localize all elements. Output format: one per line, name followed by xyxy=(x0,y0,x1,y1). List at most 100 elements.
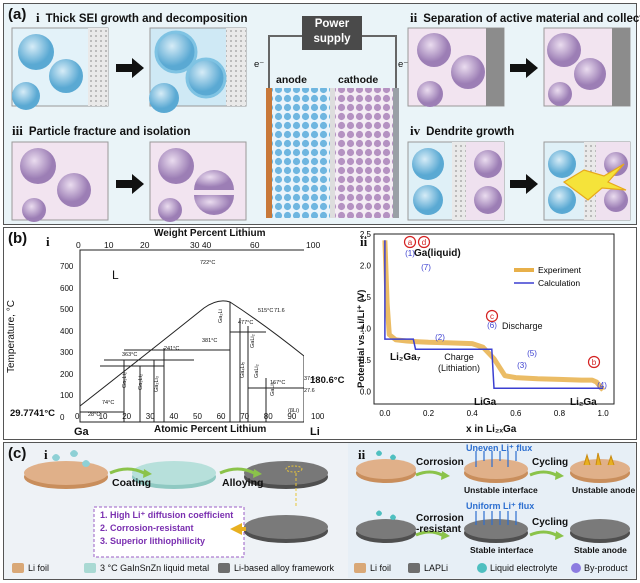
legend-lapli: LAPLi xyxy=(424,563,449,573)
voltage-y-tick: 0.5 xyxy=(360,356,372,365)
uniform-flux-label: Uniform Li⁺ flux xyxy=(466,501,535,511)
circle-marker: a xyxy=(403,235,417,249)
subtitle-num: iv xyxy=(410,123,421,138)
bottom-tick-label: 80 xyxy=(263,412,273,421)
top-tick-label: 20 xyxy=(140,240,150,250)
discharge-label: Discharge xyxy=(502,321,543,331)
panel-a-graphics xyxy=(11,16,631,222)
legend-label: Experiment xyxy=(538,265,582,275)
top-tick-label: 0 xyxy=(76,240,81,250)
subtitle-c-ii: ii xyxy=(358,447,366,462)
top-tick-label: 10 xyxy=(104,240,114,250)
bottom-tick-label: 60 xyxy=(216,412,226,421)
phase-y-tick-label: 0 xyxy=(60,412,65,422)
phase-y-tick-label: 200 xyxy=(60,369,74,379)
electron-right-label: e⁻ xyxy=(398,59,409,70)
separation-before xyxy=(407,27,505,107)
voltage-y-tick: 0.0 xyxy=(360,387,372,396)
svg-text:a: a xyxy=(408,238,413,247)
legend-liquid-metal: 3 °C GaInSnZn liquid metal xyxy=(100,563,210,573)
voltage-x-tick: 0.4 xyxy=(467,409,479,418)
voltage-x-tick: 0.8 xyxy=(554,409,566,418)
subtitle-num: i xyxy=(36,10,40,25)
subtitle-text: Thick SEI growth and decomposition xyxy=(45,13,248,25)
phase-y-tick-label: 500 xyxy=(60,305,74,314)
phase-diagram xyxy=(79,249,304,423)
voltage-y-label: Potential vs. Li/Li⁺ (V) xyxy=(356,289,367,388)
phase-annotation: Ga₄Li₅ xyxy=(240,361,246,378)
ga-melting-temp: 29.7741°C xyxy=(10,408,55,419)
property-item: 3. Superior lithiophilicity xyxy=(100,536,206,546)
coating-label: Coating xyxy=(112,477,152,489)
voltage-x-tick: 0.2 xyxy=(423,409,435,418)
properties-list: 1. High Li⁺ diffusion coefficient 2. Corr… xyxy=(100,509,233,548)
voltage-x-tick: 0.6 xyxy=(510,409,522,418)
curve-number-label: (7) xyxy=(421,263,431,272)
voltage-y-tick: 1.5 xyxy=(360,293,372,302)
bottom-tick-label: 50 xyxy=(193,412,202,421)
phase-annotation: 477°C xyxy=(238,320,254,326)
phase-annotation: 167°C xyxy=(270,380,286,386)
left-element: Ga xyxy=(74,426,89,438)
curve-number-label: (3) xyxy=(517,361,527,370)
panel-b-label: (b) xyxy=(8,230,28,247)
phase-annotation: GaLi₂ xyxy=(250,334,256,348)
li2ga7-label: Li₂Ga₇ xyxy=(390,352,421,363)
subtitle-a-i: i Thick SEI growth and decomposition xyxy=(36,10,248,26)
cycling-label-top: Cycling xyxy=(532,457,569,468)
phase-annotation: 28°C xyxy=(88,412,101,418)
voltage-x-tick: 1.0 xyxy=(598,409,610,418)
cycling-label-bottom: Cycling xyxy=(532,517,569,528)
subtitle-b-i: i xyxy=(46,234,50,249)
phase-annotation: GaLi₃ xyxy=(270,382,276,396)
corrosion-resistant-label: Corrosion -resistant xyxy=(416,513,464,535)
phase-y-tick-label: 300 xyxy=(60,348,74,357)
panel-c-label: (c) xyxy=(8,445,27,462)
liga-label: LiGa xyxy=(474,397,497,408)
uneven-flux-label: Uneven Li⁺ flux xyxy=(466,443,533,453)
bottom-tick-label: 40 xyxy=(169,412,179,421)
bottom-axis-title: Atomic Percent Lithium xyxy=(154,424,267,435)
arrow-icon xyxy=(510,58,538,78)
top-tick-label: 100 xyxy=(306,240,321,250)
subtitle-text: Separation of active material and collec… xyxy=(423,13,640,25)
phase-annotation: 71.6 xyxy=(274,308,285,314)
bottom-tick-label: 70 xyxy=(240,412,250,421)
corrosion-label: Corrosion xyxy=(416,457,464,468)
phase-annotation: 74°C xyxy=(102,400,115,406)
dendrite-after xyxy=(543,141,631,221)
phase-y-tick-label: 700 xyxy=(60,262,74,271)
voltage-x-tick: 0.0 xyxy=(379,409,391,418)
legend-label: Calculation xyxy=(538,278,580,288)
top-tick-label: 30 40 xyxy=(190,240,212,250)
circle-marker: b xyxy=(587,355,601,369)
subtitle-c-i: i xyxy=(44,447,48,462)
phase-y-tick-label: 600 xyxy=(60,283,74,293)
phase-y-tick-label: 100 xyxy=(60,391,74,400)
phase-annotation: 241°C xyxy=(164,346,180,352)
phase-annotation: 363°C xyxy=(122,352,138,358)
curve-number-label: (5) xyxy=(527,349,537,358)
sei-after xyxy=(149,27,247,113)
curve-number-label: (2) xyxy=(435,333,445,342)
circle-marker: c xyxy=(485,309,499,323)
bottom-tick-label: 90 xyxy=(287,412,297,421)
voltage-x-label: x in Li₂ₓGa xyxy=(466,424,517,435)
property-item: 2. Corrosion-resistant xyxy=(100,523,194,533)
curve-number-label: (6) xyxy=(487,321,497,330)
electron-left-label: e⁻ xyxy=(254,59,265,70)
panel-b: (b) i ii Weight Percent Lithium Atomic P… xyxy=(3,227,637,440)
dendrite-before xyxy=(407,141,505,221)
circle-marker: d xyxy=(417,235,431,249)
svg-text:c: c xyxy=(490,312,494,321)
arrow-icon xyxy=(116,58,144,78)
phase-annotation: Ga₂Li xyxy=(218,309,224,323)
phase-annotation: GaLi₂ xyxy=(254,364,260,378)
separation-after xyxy=(543,27,631,107)
battery-cell xyxy=(266,16,399,218)
property-item: 1. High Li⁺ diffusion coefficient xyxy=(100,510,234,520)
panel-c: (c) i ii Coating Alloying 1. High Li⁺ di… xyxy=(3,442,637,580)
arrow-icon xyxy=(510,174,538,194)
